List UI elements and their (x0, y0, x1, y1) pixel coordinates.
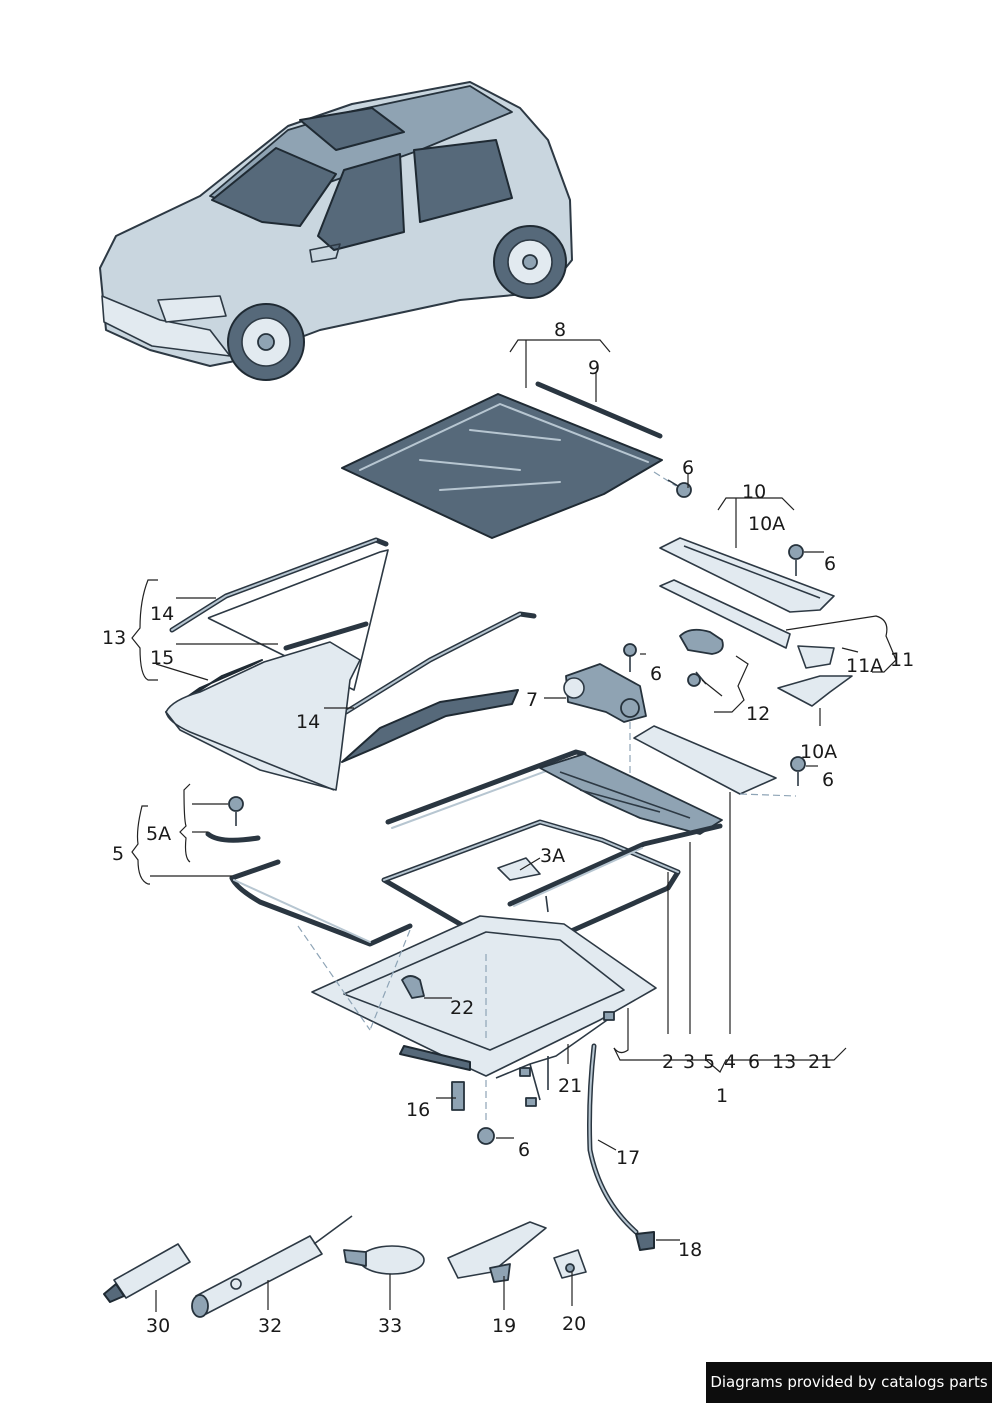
label-13: 13 (102, 627, 126, 649)
seal-set-part-13 (165, 537, 537, 791)
cable-tie-part-33 (343, 1245, 425, 1275)
label-3a: 3A (540, 845, 565, 867)
bolt-part-6-upper-right (788, 544, 804, 576)
label-21: 21 (558, 1075, 582, 1097)
label-1-item: 21 (808, 1051, 832, 1073)
seal-strip-part-9 (535, 381, 663, 439)
label-5: 5 (112, 843, 124, 865)
label-19: 19 (492, 1315, 516, 1337)
cartridge-part-32 (191, 1215, 353, 1318)
tube-part-30 (103, 1243, 191, 1303)
label-11a: 11A (846, 655, 883, 677)
crossmember-part-10 (659, 537, 835, 613)
label-17: 17 (616, 1147, 640, 1169)
bolt-part-6-bottom (477, 1080, 495, 1145)
car-illustration (99, 81, 573, 381)
label-6-motor: 6 (650, 663, 662, 685)
label-1-item: 2 (662, 1051, 674, 1073)
label-10a-lower: 10A (800, 741, 837, 763)
clip-part-19 (447, 1221, 547, 1283)
label-16: 16 (406, 1099, 430, 1121)
label-1-item: 3 (683, 1051, 695, 1073)
leader-lines (131, 339, 897, 1312)
plug-part-18 (635, 1231, 655, 1251)
label-33: 33 (378, 1315, 402, 1337)
cover-part-12 (679, 628, 724, 687)
bolt-part-16 (451, 1081, 465, 1111)
roof-frame-lower (297, 915, 657, 1107)
label-6-top: 6 (682, 457, 694, 479)
label-6-lower-right: 6 (822, 769, 834, 791)
label-10a-top: 10A (748, 513, 785, 535)
label-1-item: 4 (724, 1051, 736, 1073)
label-18: 18 (678, 1239, 702, 1261)
label-12: 12 (746, 703, 770, 725)
label-15: 15 (150, 647, 174, 669)
drain-hose-part-17 (587, 1043, 639, 1235)
label-1-item: 5 (703, 1051, 715, 1073)
label-10: 10 (742, 481, 766, 503)
label-7: 7 (526, 689, 538, 711)
label-30: 30 (146, 1315, 170, 1337)
label-20: 20 (562, 1313, 586, 1335)
label-11: 11 (890, 649, 914, 671)
label-5a: 5A (146, 823, 171, 845)
label-6-bottom: 6 (518, 1139, 530, 1161)
label-32: 32 (258, 1315, 282, 1337)
bracket-part-11a (777, 675, 853, 707)
label-14-lower: 14 (296, 711, 320, 733)
label-22: 22 (450, 997, 474, 1019)
label-1: 1 (716, 1085, 728, 1107)
label-14-upper: 14 (150, 603, 174, 625)
label-1-item: 6 (748, 1051, 760, 1073)
holder-part-20 (553, 1249, 587, 1279)
sunroof-frame-part-1 (381, 749, 723, 957)
drain-seal-part-5 (205, 796, 413, 947)
glass-panel-part-8 (341, 393, 663, 539)
drive-motor-part-7 (563, 643, 647, 790)
label-9: 9 (588, 357, 600, 379)
label-8: 8 (554, 319, 566, 341)
credit-banner: Diagrams provided by catalogs parts (706, 1362, 992, 1403)
label-1-item: 13 (772, 1051, 796, 1073)
panel-part-10a-lower (633, 725, 806, 797)
callout-labels: 8 9 6 10 10A 6 11 11A 12 6 7 14 13 15 14… (102, 319, 914, 1337)
label-6-upper-right: 6 (824, 553, 836, 575)
wind-deflector-part-11 (659, 579, 835, 669)
